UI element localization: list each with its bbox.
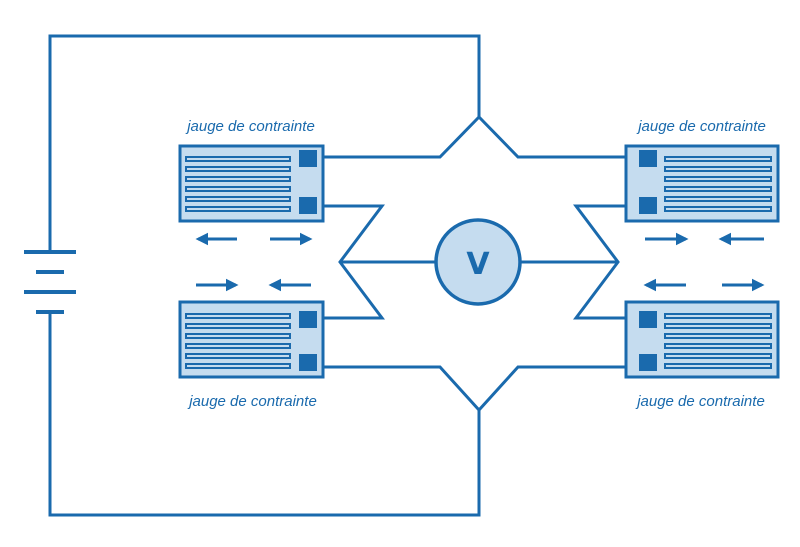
strain-gauge-top-left: [178, 144, 325, 223]
strain-gauge-bottom-right: [624, 300, 780, 379]
bridge-wiring: [322, 114, 638, 413]
gauge-label-top-left: jauge de contrainte: [185, 118, 315, 135]
gauge-label-top-right: jauge de contrainte: [636, 118, 766, 135]
gauge-label-bottom-right: jauge de contrainte: [635, 393, 765, 410]
voltmeter-icon: V: [434, 218, 522, 306]
gauge-label-bottom-left: jauge de contrainte: [187, 393, 317, 410]
outer-circuit: [48, 34, 481, 517]
battery-icon: [24, 250, 76, 314]
voltmeter-symbol: V: [466, 247, 490, 282]
strain-gauge-top-right: [624, 144, 780, 223]
strain-gauge-bottom-left: [178, 300, 325, 379]
